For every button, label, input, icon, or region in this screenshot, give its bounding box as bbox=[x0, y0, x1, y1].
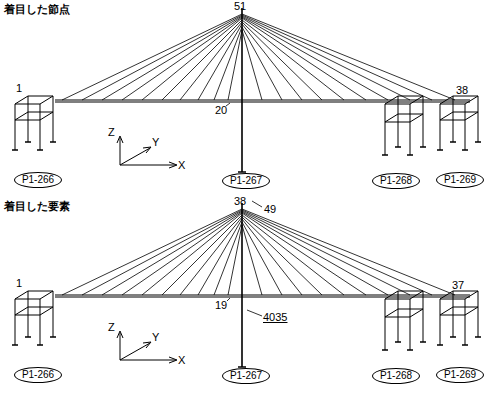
bridge-frame bbox=[12, 8, 481, 172]
callout-number: X bbox=[178, 354, 185, 366]
pier-name: P1-268 bbox=[380, 175, 412, 186]
pier-name: P1-269 bbox=[444, 174, 476, 185]
callout-number: 1 bbox=[16, 82, 22, 94]
callout-number: Z bbox=[108, 126, 115, 138]
pier-oval: P1-268 bbox=[372, 368, 420, 384]
pier-oval: P1-267 bbox=[222, 368, 270, 384]
callout-number: 20 bbox=[215, 104, 227, 116]
pier-name: P1-268 bbox=[380, 370, 412, 381]
pier-name: P1-266 bbox=[22, 174, 54, 185]
pier-name: P1-269 bbox=[444, 369, 476, 380]
callout-number: 1 bbox=[16, 277, 22, 289]
callout-number: X bbox=[178, 159, 185, 171]
callout-number: 51 bbox=[234, 0, 246, 12]
pier-oval: P1-269 bbox=[436, 172, 484, 188]
callout-number: Y bbox=[152, 136, 159, 148]
panel-heading: 着目した要素 bbox=[4, 200, 70, 212]
callout-number: 38 bbox=[456, 84, 468, 96]
panel-heading: 着目した節点 bbox=[4, 3, 70, 15]
leader-lines bbox=[226, 103, 262, 316]
pier-oval: P1-269 bbox=[436, 367, 484, 383]
pier-oval: P1-266 bbox=[14, 367, 62, 383]
callout-number: Y bbox=[152, 331, 159, 343]
pier-name: P1-266 bbox=[22, 369, 54, 380]
bridge-frame bbox=[12, 203, 481, 367]
callout-number: 49 bbox=[264, 203, 276, 215]
callout-number: 38 bbox=[234, 195, 246, 207]
pier-oval: P1-266 bbox=[14, 172, 62, 188]
callout-number: 19 bbox=[215, 299, 227, 311]
callout-number: 4035 bbox=[263, 311, 287, 323]
pier-name: P1-267 bbox=[230, 370, 262, 381]
pier-name: P1-267 bbox=[230, 175, 262, 186]
pier-oval: P1-267 bbox=[222, 173, 270, 189]
callout-number: Z bbox=[108, 321, 115, 333]
pier-oval: P1-268 bbox=[372, 173, 420, 189]
callout-number: 37 bbox=[452, 279, 464, 291]
